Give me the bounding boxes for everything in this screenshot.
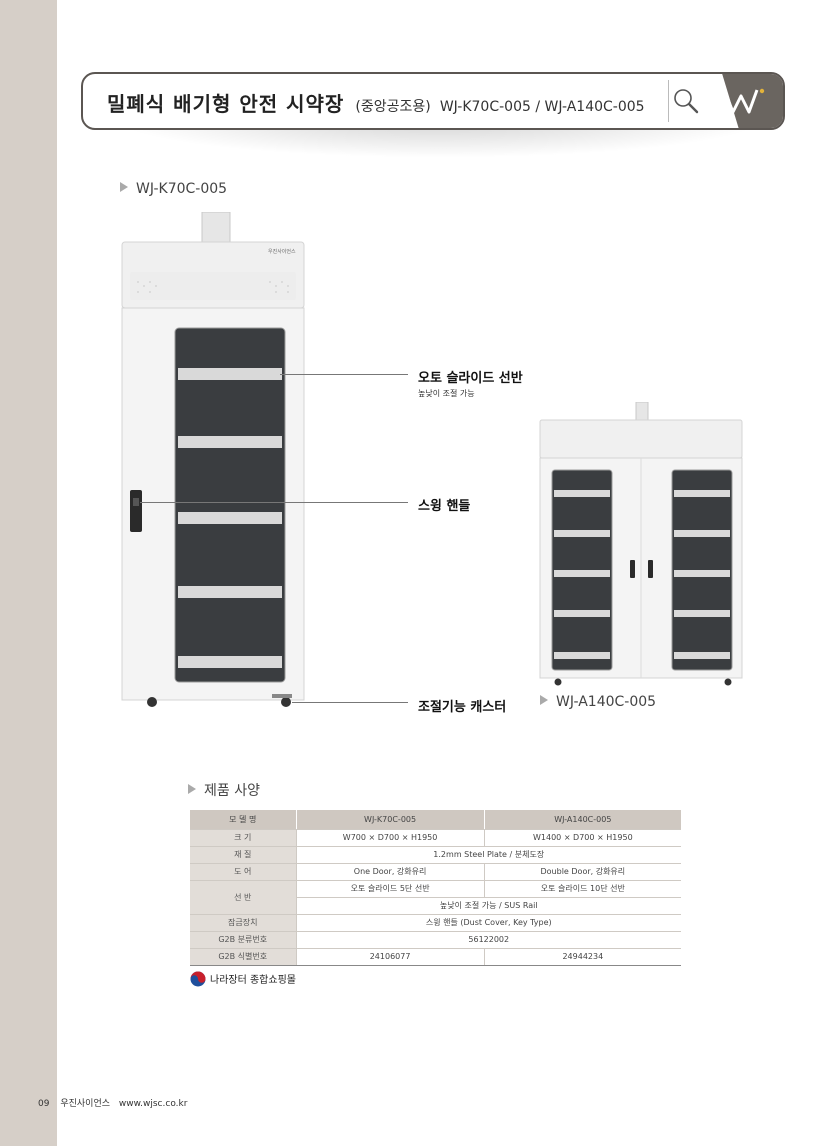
taegeuk-icon <box>190 971 206 987</box>
side-strip <box>0 0 57 1146</box>
callout-shelf-sub: 높낮이 조절 가능 <box>418 389 475 398</box>
cabinet-badge: 우진사이언스 <box>268 249 296 255</box>
header-divider <box>668 80 669 122</box>
table-row: 선 반 오토 슬라이드 5단 선반 오토 슬라이드 10단 선반 <box>190 880 681 915</box>
cabinet-double-door <box>539 402 743 686</box>
spec-head-col2: WJ-A140C-005 <box>483 810 681 830</box>
table-row: 잠금장치 스윙 핸들 (Dust Cover, Key Type) <box>190 914 681 932</box>
footer-company: 우진사이언스 <box>60 1099 111 1109</box>
spec-title: 제품 사양 <box>188 780 260 800</box>
callout-line-caster <box>292 702 408 703</box>
table-row: 높낮이 조절 가능 / SUS Rail <box>190 897 681 915</box>
left-model-label: WJ-K70C-005 <box>120 181 227 197</box>
callout-line-shelf <box>280 374 408 375</box>
table-row: 도 어 One Door, 강화유리 Double Door, 강화유리 <box>190 863 681 881</box>
page-number: 09 <box>38 1099 50 1109</box>
search-icon[interactable] <box>671 86 701 116</box>
shop-badge: 나라장터 종합쇼핑몰 <box>190 971 296 987</box>
triangle-bullet-icon <box>120 182 128 192</box>
spec-head-label: 모 델 명 <box>190 810 296 830</box>
triangle-bullet-icon <box>540 695 548 705</box>
table-row: 모 델 명 WJ-K70C-005 WJ-A140C-005 <box>190 810 681 830</box>
header-banner: 밀폐식 배기형 안전 시약장 (중앙공조용) WJ-K70C-005 / WJ-… <box>81 72 785 130</box>
spec-head-col1: WJ-K70C-005 <box>295 810 485 830</box>
header-title: 밀폐식 배기형 안전 시약장 (중앙공조용) WJ-K70C-005 / WJ-… <box>107 88 645 117</box>
table-row: 크 기 W700 × D700 × H1950 W1400 × D700 × H… <box>190 829 681 847</box>
wj-logo-icon <box>723 88 765 114</box>
callout-caster-title: 조절기능 캐스터 <box>418 700 507 715</box>
cabinet-single-door <box>121 212 305 707</box>
right-model-label: WJ-A140C-005 <box>540 694 656 710</box>
footer: 09 우진사이언스 www.wjsc.co.kr <box>38 1096 187 1109</box>
spec-table: 모 델 명 WJ-K70C-005 WJ-A140C-005 크 기 W700 … <box>190 810 681 966</box>
callout-shelf-title: 오토 슬라이드 선반 <box>418 371 523 386</box>
page-subtitle: (중앙공조용) <box>355 99 431 115</box>
table-row: G2B 분류번호 56122002 <box>190 931 681 949</box>
table-row: 재 질 1.2mm Steel Plate / 분체도장 <box>190 846 681 864</box>
callout-line-handle <box>140 502 408 503</box>
callout-handle-title: 스윙 핸들 <box>418 499 471 514</box>
triangle-bullet-icon <box>188 784 196 794</box>
page-models: WJ-K70C-005 / WJ-A140C-005 <box>439 99 645 115</box>
table-row: G2B 식별번호 24106077 24944234 <box>190 948 681 966</box>
page-title: 밀폐식 배기형 안전 시약장 <box>107 92 345 116</box>
footer-url[interactable]: www.wjsc.co.kr <box>118 1099 188 1109</box>
